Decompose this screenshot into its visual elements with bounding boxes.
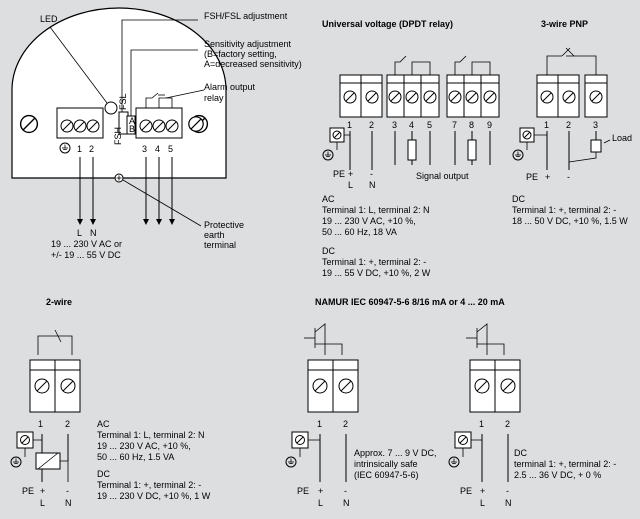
two-wire-dc-line-1: Terminal 1: +, terminal 2: - bbox=[97, 480, 201, 490]
two-wire-ac-line-3: 50 ... 60 Hz, 1.5 VA bbox=[97, 452, 174, 462]
namur-right-dc-heading: DC bbox=[514, 448, 527, 458]
namur-right-L: L bbox=[480, 498, 485, 508]
housing-supply-N: N bbox=[90, 228, 97, 238]
two-wire-pe: PE bbox=[22, 486, 34, 496]
switch-a-label: A bbox=[129, 116, 135, 126]
universal-terminal-7: 7 bbox=[452, 120, 457, 130]
universal-minus: - bbox=[370, 169, 373, 179]
universal-terminal-9: 9 bbox=[487, 120, 492, 130]
sensor-housing: LED FSL FSH FSH/FSL adjustment A B Sensi… bbox=[11, 7, 302, 260]
namur-right-minus: - bbox=[506, 486, 509, 496]
namur-left-pe: PE bbox=[297, 486, 309, 496]
fsh-label: FSH bbox=[113, 127, 123, 145]
namur-right-terminal-1: 1 bbox=[479, 419, 484, 429]
two-wire-terminal-1: 1 bbox=[38, 419, 43, 429]
universal-terminal-4: 4 bbox=[409, 120, 414, 130]
universal-ac-line-1: Terminal 1: L, terminal 2: N bbox=[322, 205, 430, 215]
two-wire-N: N bbox=[65, 498, 72, 508]
two-wire-ac-line-2: 19 ... 230 V AC, +10 %, bbox=[97, 441, 191, 451]
universal-N: N bbox=[369, 180, 376, 190]
pnp-dc-line-1: Terminal 1: +, terminal 2: - bbox=[512, 205, 616, 215]
housing-supply-line-1: 19 ... 230 V AC or bbox=[51, 239, 122, 249]
universal-terminal-2: 2 bbox=[369, 120, 374, 130]
alarm-line-2: relay bbox=[204, 93, 224, 103]
led-indicator bbox=[104, 101, 118, 115]
universal-ac-line-3: 50 ... 60 Hz, 18 VA bbox=[322, 227, 397, 237]
led-label: LED bbox=[40, 14, 58, 24]
namur-left-L: L bbox=[318, 498, 323, 508]
universal-ac-heading: AC bbox=[322, 194, 335, 204]
universal-title: Universal voltage (DPDT relay) bbox=[322, 19, 453, 29]
universal-terminal-8: 8 bbox=[469, 120, 474, 130]
pnp-section: 3-wire PNP 1 2 3 Load PE + - DC Terminal… bbox=[512, 19, 632, 226]
universal-terminal-3: 3 bbox=[392, 120, 397, 130]
earth-line-3: terminal bbox=[204, 240, 236, 250]
universal-dc-line-2: 19 ... 55 V DC, +10 %, 2 W bbox=[322, 268, 431, 278]
housing-terminal-5: 5 bbox=[168, 144, 173, 154]
universal-L: L bbox=[348, 180, 353, 190]
housing-terminal-3: 3 bbox=[142, 144, 147, 154]
namur-left-minus: - bbox=[344, 486, 347, 496]
pnp-load-label: Load bbox=[612, 133, 632, 143]
housing-terminal-4: 4 bbox=[155, 144, 160, 154]
namur-right-terminal-2: 2 bbox=[505, 419, 510, 429]
universal-terminal-1: 1 bbox=[347, 120, 352, 130]
housing-terminal-2: 2 bbox=[89, 144, 94, 154]
namur-left-line-3: (IEC 60947-5-6) bbox=[354, 470, 419, 480]
namur-right-line-1: terminal 1: +, terminal 2: - bbox=[514, 459, 616, 469]
namur-title: NAMUR IEC 60947-5-6 8/16 mA or 4 ... 20 … bbox=[315, 297, 505, 307]
housing-supply-line-2: +/- 19 ... 55 V DC bbox=[51, 250, 121, 260]
two-wire-minus: - bbox=[66, 486, 69, 496]
two-wire-plus: + bbox=[40, 486, 45, 496]
namur-right-N: N bbox=[505, 498, 512, 508]
sensitivity-line-3: A=decreased sensitivity) bbox=[204, 59, 302, 69]
namur-left-N: N bbox=[343, 498, 350, 508]
universal-voltage-section: Universal voltage (DPDT relay) 1 2 3 4 5… bbox=[322, 19, 500, 278]
universal-pe: PE bbox=[333, 169, 345, 179]
namur-left-terminal-2: 2 bbox=[343, 419, 348, 429]
earth-line-1: Protective bbox=[204, 220, 244, 230]
switch-b-label: B bbox=[129, 124, 135, 134]
alarm-line-1: Alarm output bbox=[204, 82, 256, 92]
sensitivity-line-2: (B=factory setting, bbox=[204, 49, 277, 59]
two-wire-dc-line-2: 19 ... 230 V DC, +10 %, 1 W bbox=[97, 491, 211, 501]
pnp-terminal-2: 2 bbox=[566, 120, 571, 130]
two-wire-title: 2-wire bbox=[46, 297, 72, 307]
universal-terminal-5: 5 bbox=[427, 120, 432, 130]
earth-line-2: earth bbox=[204, 230, 225, 240]
fsh-fsl-label: FSH/FSL adjustment bbox=[204, 11, 288, 21]
pnp-title: 3-wire PNP bbox=[541, 19, 588, 29]
housing-terminal-1: 1 bbox=[77, 144, 82, 154]
fsl-label: FSL bbox=[118, 93, 128, 110]
namur-right-plus: + bbox=[480, 486, 485, 496]
namur-left-line-2: intrinsically safe bbox=[354, 459, 418, 469]
two-wire-dc-heading: DC bbox=[97, 469, 110, 479]
namur-left-line-1: Approx. 7 ... 9 V DC, bbox=[354, 448, 437, 458]
housing-supply-L: L bbox=[77, 228, 82, 238]
universal-dc-line-1: Terminal 1: +, terminal 2: - bbox=[322, 257, 426, 267]
two-wire-ac-heading: AC bbox=[97, 419, 110, 429]
two-wire-L: L bbox=[40, 498, 45, 508]
pnp-plus: + bbox=[545, 172, 550, 182]
namur-section: NAMUR IEC 60947-5-6 8/16 mA or 4 ... 20 … bbox=[285, 297, 616, 508]
two-wire-ac-line-1: Terminal 1: L, terminal 2: N bbox=[97, 430, 205, 440]
pnp-minus: - bbox=[567, 172, 570, 182]
namur-right-line-2: 2.5 ... 36 V DC, + 0 % bbox=[514, 470, 601, 480]
two-wire-terminal-2: 2 bbox=[65, 419, 70, 429]
pnp-dc-line-2: 18 ... 50 V DC, +10 %, 1.5 W bbox=[512, 216, 628, 226]
universal-plus: + bbox=[348, 169, 353, 179]
sensitivity-line-1: Sensitivity adjustment bbox=[204, 39, 292, 49]
pnp-terminal-1: 1 bbox=[544, 120, 549, 130]
pnp-terminal-3: 3 bbox=[593, 120, 598, 130]
two-wire-section: 2-wire 1 2 PE + - L N AC Terminal 1: L, … bbox=[10, 297, 211, 508]
namur-left-terminal-1: 1 bbox=[317, 419, 322, 429]
universal-dc-heading: DC bbox=[322, 246, 335, 256]
namur-left-plus: + bbox=[318, 486, 323, 496]
namur-right-pe: PE bbox=[460, 486, 472, 496]
universal-ac-line-2: 19 ... 230 V AC, +10 %, bbox=[322, 216, 416, 226]
pnp-pe: PE bbox=[526, 172, 538, 182]
signal-output-label: Signal output bbox=[416, 171, 469, 181]
pnp-dc-heading: DC bbox=[512, 194, 525, 204]
